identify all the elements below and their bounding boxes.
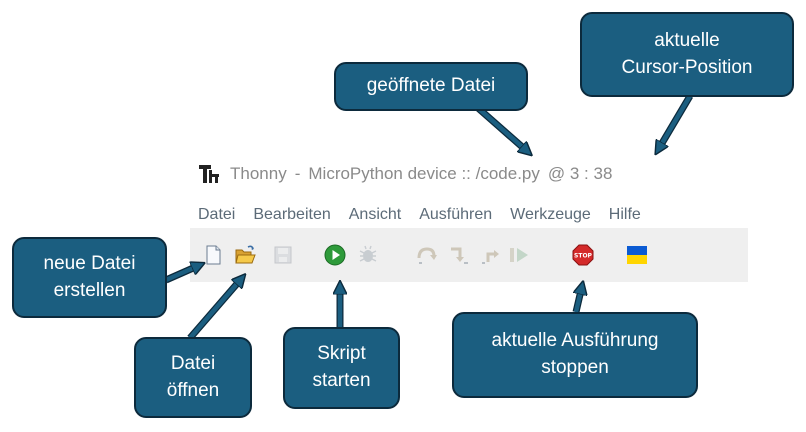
stop-sign-icon: STOP bbox=[572, 244, 594, 266]
menu-bearbeiten[interactable]: Bearbeiten bbox=[253, 206, 331, 223]
ukraine-flag-button[interactable] bbox=[626, 244, 648, 266]
callout-new-file: neue Datei erstellen bbox=[12, 237, 167, 318]
callout-text: erstellen bbox=[53, 279, 126, 301]
stop-button[interactable]: STOP bbox=[572, 244, 594, 266]
step-into-button[interactable] bbox=[448, 244, 470, 266]
open-folder-icon bbox=[235, 245, 256, 264]
callout-text: Skript bbox=[317, 343, 366, 365]
callout-open-file: Datei öffnen bbox=[134, 337, 252, 418]
arrow-cursor-position bbox=[654, 94, 694, 152]
resume-icon bbox=[510, 248, 528, 262]
resume-button[interactable] bbox=[508, 244, 530, 266]
callout-cursor-position: aktuelle Cursor-Position bbox=[580, 12, 794, 97]
play-icon bbox=[324, 244, 346, 266]
callout-text: geöffnete Datei bbox=[366, 75, 496, 97]
callout-run-script: Skript starten bbox=[283, 327, 400, 409]
callout-text: stoppen bbox=[541, 357, 609, 378]
bug-icon bbox=[359, 245, 377, 262]
step-into-icon bbox=[451, 247, 468, 264]
callout-text: Datei bbox=[170, 352, 216, 374]
title-separator: - bbox=[294, 164, 301, 183]
callout-text: aktuelle bbox=[654, 29, 720, 51]
callout-text: aktuelle Ausführung bbox=[491, 330, 659, 352]
callout-open-file-name: geöffnete Datei bbox=[334, 62, 528, 111]
new-file-button[interactable] bbox=[202, 244, 224, 266]
open-file-button[interactable] bbox=[234, 244, 256, 266]
callout-text: neue Datei bbox=[43, 252, 136, 274]
step-over-icon bbox=[417, 247, 437, 264]
arrow-open-file-name bbox=[475, 105, 531, 155]
menu-datei[interactable]: Datei bbox=[198, 206, 236, 223]
callout-stop-execution: aktuelle Ausführung stoppen bbox=[452, 312, 698, 398]
callout-text: Cursor-Position bbox=[621, 56, 753, 78]
step-over-button[interactable] bbox=[416, 244, 438, 266]
open-file-path: MicroPython device :: /code.py bbox=[308, 164, 540, 183]
app-name: Thonny bbox=[230, 164, 287, 183]
menu-werkzeuge[interactable]: Werkzeuge bbox=[510, 206, 591, 223]
window-title-bar: Thonny - MicroPython device :: /code.py … bbox=[198, 160, 612, 188]
save-file-button[interactable] bbox=[272, 244, 294, 266]
arrow-open-file bbox=[187, 275, 245, 341]
ukraine-flag-icon bbox=[627, 246, 647, 264]
menu-hilfe[interactable]: Hilfe bbox=[608, 206, 641, 223]
callout-text: starten bbox=[312, 370, 371, 391]
run-script-button[interactable] bbox=[324, 244, 346, 266]
menu-bar: Datei Bearbeiten Ansicht Ausführen Werkz… bbox=[190, 202, 651, 228]
step-out-button[interactable] bbox=[480, 244, 502, 266]
new-file-icon bbox=[206, 245, 221, 265]
toolbar: STOP bbox=[190, 228, 748, 282]
stop-label: STOP bbox=[574, 253, 593, 260]
menu-ausfuehren[interactable]: Ausführen bbox=[419, 206, 493, 223]
callout-text: öffnen bbox=[166, 379, 220, 401]
thonny-logo-icon bbox=[198, 162, 222, 186]
cursor-position: @ 3 : 38 bbox=[547, 164, 613, 183]
step-out-icon bbox=[482, 250, 499, 264]
debug-button[interactable] bbox=[357, 244, 379, 266]
arrow-stop bbox=[572, 285, 586, 313]
floppy-disk-icon bbox=[274, 246, 292, 264]
menu-ansicht[interactable]: Ansicht bbox=[348, 206, 402, 223]
